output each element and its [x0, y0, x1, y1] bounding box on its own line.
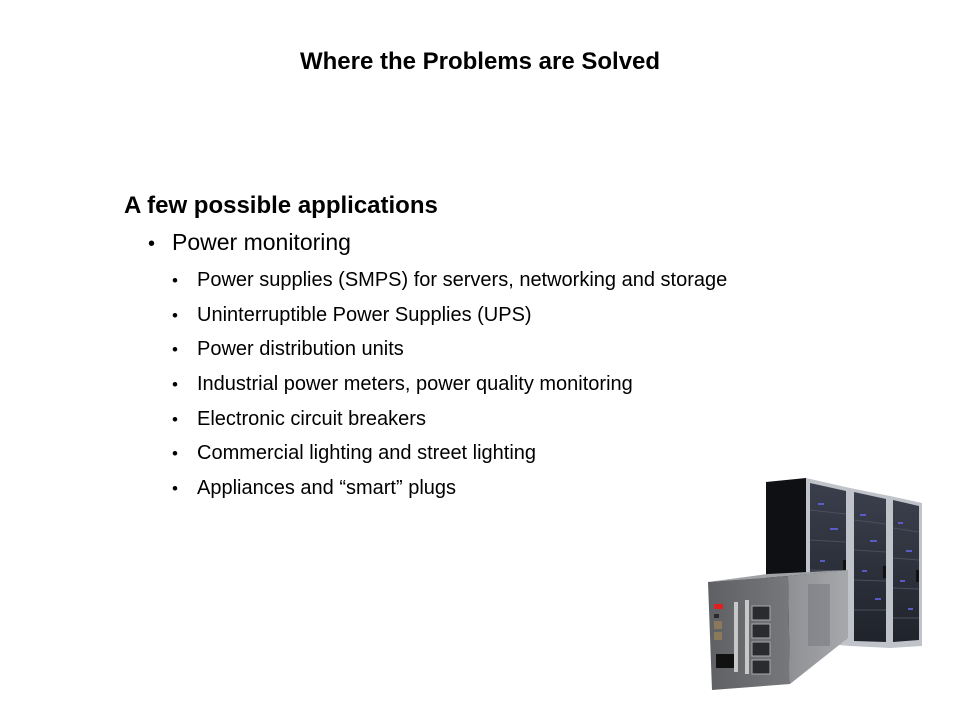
list-item: • Commercial lighting and street lighting [172, 440, 727, 475]
list-item: • Uninterruptible Power Supplies (UPS) [172, 302, 727, 337]
list-item-text: Uninterruptible Power Supplies (UPS) [197, 303, 532, 326]
list-item-text: Commercial lighting and street lighting [197, 442, 537, 465]
server-racks-and-ups-image [700, 470, 940, 710]
bullet-icon: • [172, 271, 178, 290]
list-item: • Power distribution units [172, 336, 727, 371]
list-item-text: Electronic circuit breakers [197, 407, 426, 430]
bullet-icon: • [172, 479, 178, 499]
bullet-icon: • [172, 409, 178, 429]
bullet-level1: • Power monitoring [148, 229, 351, 256]
slide-title: Where the Problems are Solved [299, 48, 661, 75]
bullet-icon: • [172, 444, 178, 464]
list-item-text: Appliances and “smart” plugs [197, 477, 457, 500]
list-item-text: Power supplies (SMPS) for servers, netwo… [197, 269, 728, 291]
bullet-icon: • [148, 233, 156, 255]
list-item-text: Power distribution units [197, 338, 404, 361]
bullet-icon: • [172, 375, 178, 395]
list-item-text: Industrial power meters, power quality m… [197, 373, 633, 396]
list-item: • Appliances and “smart” plugs [172, 475, 727, 510]
application-list: • Power supplies (SMPS) for servers, netw… [172, 267, 727, 510]
section-heading: A few possible applications [124, 192, 438, 219]
list-item: • Power supplies (SMPS) for servers, netw… [172, 267, 727, 302]
list-item: • Industrial power meters, power quality … [172, 371, 727, 406]
bullet-text: Power monitoring [172, 229, 351, 255]
bullet-icon: • [172, 305, 178, 325]
bullet-icon: • [172, 340, 178, 360]
list-item: • Electronic circuit breakers [172, 406, 727, 441]
